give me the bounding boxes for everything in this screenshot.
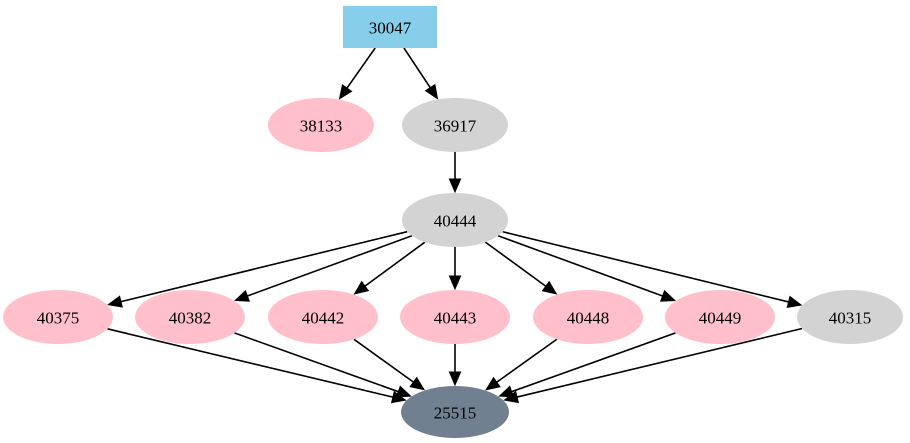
node-shape-ellipse-36917[interactable]: [402, 98, 508, 152]
edge-40315-to-25515: [516, 327, 803, 398]
node-shape-ellipse-40448[interactable]: [533, 290, 643, 344]
edges-layer: [107, 47, 803, 404]
edge-40375-to-25515: [107, 328, 394, 398]
edge-40382-to-25515: [234, 332, 399, 393]
arrowhead-40444-to-40382: [234, 289, 251, 302]
arrowhead-40315-to-25515: [503, 390, 520, 404]
edge-40444-to-40449: [497, 234, 663, 297]
arrowhead-40442-to-25515: [409, 376, 426, 391]
edge-30047-to-38133: [346, 47, 376, 89]
node-40444[interactable]: 40444: [402, 193, 508, 247]
node-shape-ellipse-40382[interactable]: [135, 290, 245, 344]
node-40382[interactable]: 40382: [135, 290, 245, 344]
edge-40444-to-40442: [364, 241, 426, 287]
arrowhead-40449-to-25515: [498, 385, 515, 398]
node-38133[interactable]: 38133: [268, 98, 374, 152]
arrowhead-40444-to-40442: [353, 280, 370, 295]
node-shape-ellipse-40449[interactable]: [665, 290, 775, 344]
node-40448[interactable]: 40448: [533, 290, 643, 344]
arrowhead-40444-to-40448: [541, 280, 558, 295]
arrowhead-40448-to-25515: [485, 376, 501, 391]
node-40315[interactable]: 40315: [797, 290, 903, 344]
node-shape-ellipse-40444[interactable]: [402, 193, 508, 247]
arrowhead-30047-to-36917: [424, 83, 439, 100]
node-shape-ellipse-40315[interactable]: [797, 290, 903, 344]
node-30047[interactable]: 30047: [343, 6, 437, 48]
arrowhead-36917-to-40444: [448, 178, 462, 194]
node-40375[interactable]: 40375: [3, 290, 113, 344]
edge-40442-to-25515: [353, 338, 414, 383]
arrowhead-40444-to-40315: [786, 295, 803, 308]
arrowhead-40382-to-25515: [395, 385, 412, 398]
arrowhead-40444-to-40375: [107, 295, 123, 308]
arrowhead-30047-to-38133: [338, 83, 353, 100]
node-36917[interactable]: 36917: [402, 98, 508, 152]
arrowhead-40444-to-40443: [448, 275, 462, 291]
node-40443[interactable]: 40443: [400, 290, 510, 344]
node-shape-rect-30047[interactable]: [343, 6, 437, 48]
edge-40444-to-40375: [120, 230, 408, 303]
node-shape-ellipse-40442[interactable]: [268, 290, 378, 344]
node-shape-ellipse-40443[interactable]: [400, 290, 510, 344]
arrowhead-40444-to-40449: [659, 289, 676, 302]
node-25515[interactable]: 25515: [401, 386, 509, 438]
edge-40444-to-40382: [247, 234, 413, 297]
edge-40444-to-40448: [484, 241, 547, 287]
node-shape-ellipse-38133[interactable]: [268, 98, 374, 152]
edge-40448-to-25515: [496, 338, 558, 383]
edge-40444-to-40315: [502, 230, 789, 303]
node-shape-ellipse-40375[interactable]: [3, 290, 113, 344]
arrowhead-40443-to-25515: [448, 371, 462, 387]
node-shape-ellipse-25515[interactable]: [401, 386, 509, 438]
node-40442[interactable]: 40442: [268, 290, 378, 344]
node-40449[interactable]: 40449: [665, 290, 775, 344]
edge-30047-to-36917: [403, 47, 431, 89]
edge-40449-to-25515: [511, 332, 676, 393]
